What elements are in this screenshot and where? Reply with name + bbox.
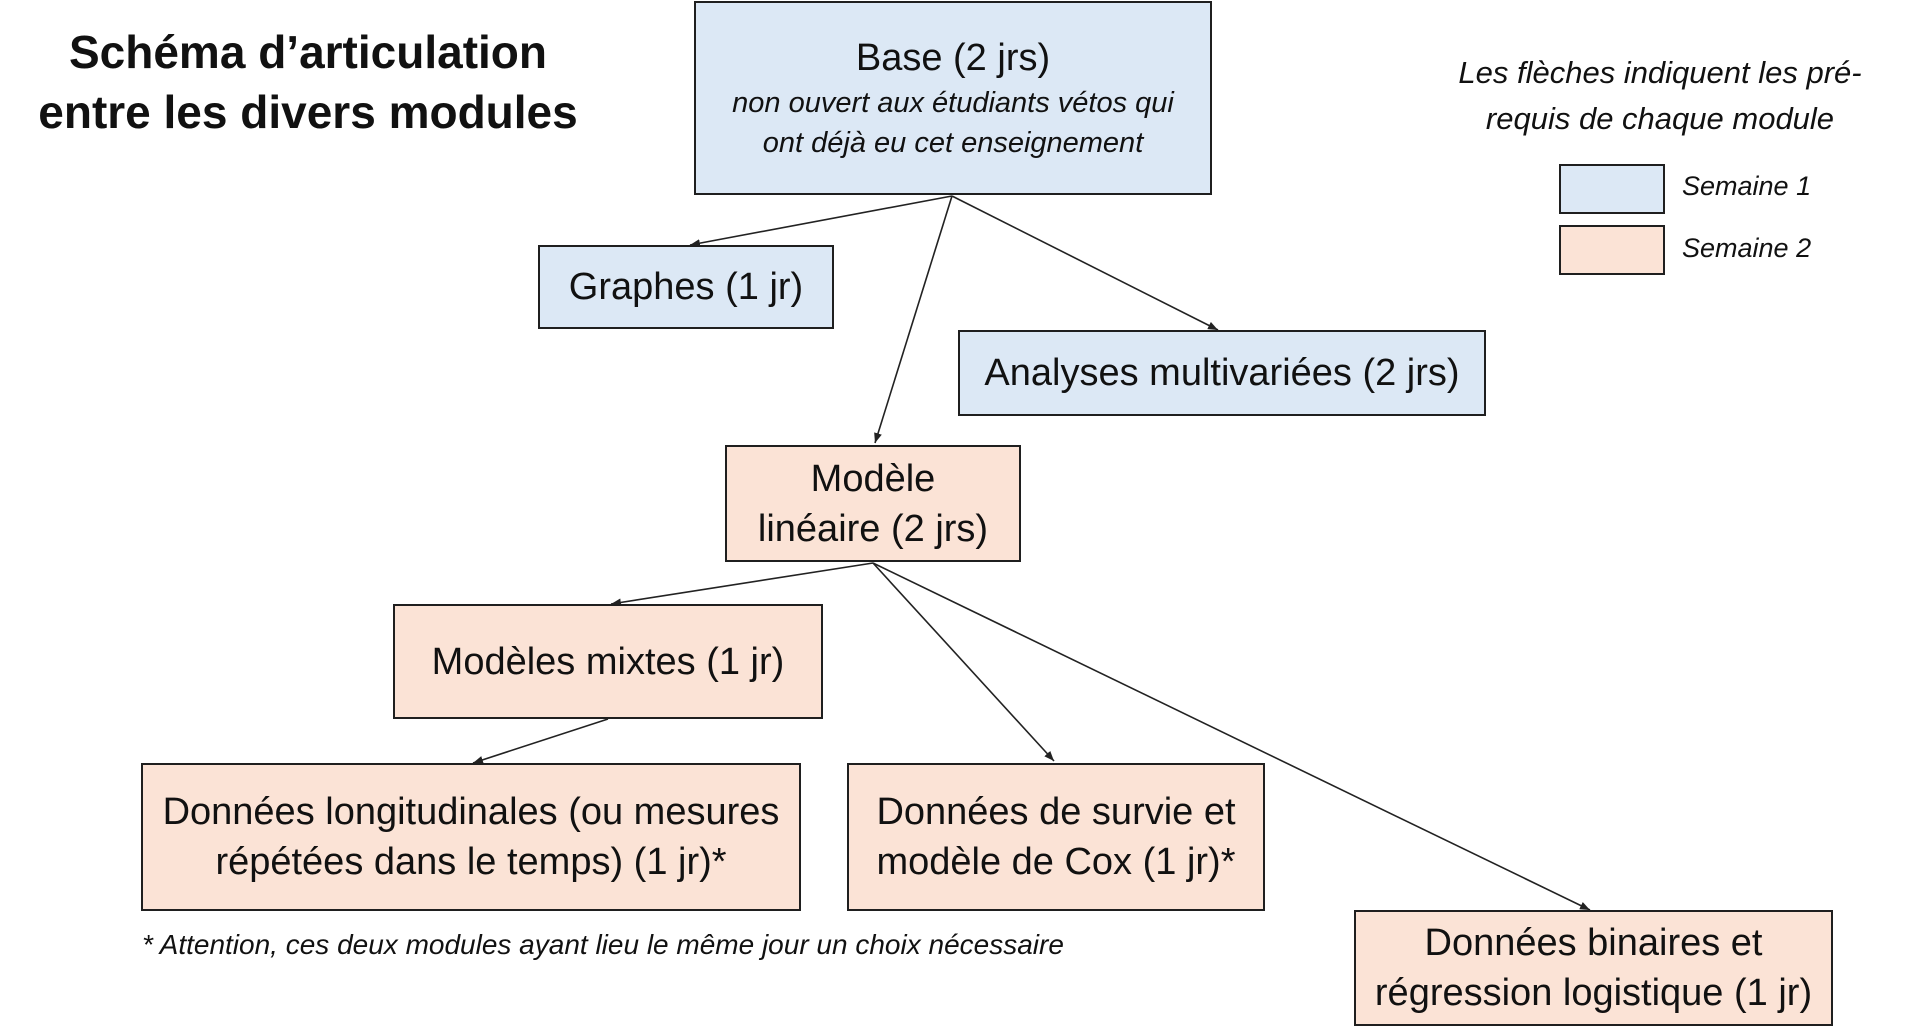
- node-binaires: Données binaires et régression logistiqu…: [1354, 910, 1833, 1026]
- title-line-2: entre les divers modules: [38, 86, 578, 138]
- legend-note: Les flèches indiquent les pré- requis de…: [1410, 50, 1910, 142]
- node-multivariees: Analyses multivariées (2 jrs): [958, 330, 1486, 416]
- legend-note-line-1: Les flèches indiquent les pré-: [1458, 55, 1862, 90]
- node-modele-lineaire: Modèle linéaire (2 jrs): [725, 445, 1021, 562]
- node-survie: Données de survie et modèle de Cox (1 jr…: [847, 763, 1265, 911]
- node-survie-line-2: modèle de Cox (1 jr)*: [876, 841, 1236, 883]
- node-modele-lineaire-line-1: Modèle: [810, 457, 936, 500]
- node-graphes: Graphes (1 jr): [538, 245, 834, 329]
- diagram-title: Schéma d’articulation entre les divers m…: [28, 22, 588, 142]
- legend-swatch-week-2: [1559, 225, 1665, 275]
- title-line-1: Schéma d’articulation: [68, 26, 547, 78]
- node-graphes-label: Graphes (1 jr): [568, 266, 804, 308]
- node-binaires-line-1: Données binaires et: [1424, 922, 1763, 964]
- node-base: Base (2 jrs) non ouvert aux étudiants vé…: [694, 1, 1212, 195]
- node-longitudinales-line-2: répétées dans le temps) (1 jr)*: [215, 841, 727, 883]
- arrow-modele-lineaire-to-survie: [872, 562, 1055, 762]
- legend-swatch-week-1: [1559, 164, 1665, 214]
- node-modeles-mixtes-label: Modèles mixtes (1 jr): [431, 640, 785, 683]
- node-base-label: Base (2 jrs): [855, 37, 1051, 79]
- node-modeles-mixtes: Modèles mixtes (1 jr): [393, 604, 823, 719]
- legend-note-line-2: requis de chaque module: [1485, 101, 1835, 136]
- arrow-modele-lineaire-to-binaires: [872, 562, 1591, 911]
- node-modele-lineaire-line-2: linéaire (2 jrs): [757, 507, 989, 550]
- node-survie-line-1: Données de survie et: [876, 791, 1236, 833]
- footnote: * Attention, ces deux modules ayant lieu…: [142, 929, 1064, 960]
- arrow-base-to-modele-lineaire: [874, 195, 953, 444]
- node-multivariees-label: Analyses multivariées (2 jrs): [984, 352, 1460, 394]
- legend-label-week-2: Semaine 2: [1682, 233, 1812, 263]
- node-longitudinales-line-1: Données longitudinales (ou mesures: [162, 791, 780, 833]
- node-base-note-1: non ouvert aux étudiants vétos qui: [732, 87, 1174, 119]
- arrow-modele-lineaire-to-modeles-mixtes: [610, 562, 874, 607]
- arrow-base-to-graphes: [689, 195, 953, 248]
- node-longitudinales: Données longitudinales (ou mesures répét…: [141, 763, 801, 911]
- arrow-modeles-mixtes-to-longitudinales: [472, 718, 609, 764]
- node-binaires-line-2: régression logistique (1 jr): [1374, 972, 1813, 1014]
- node-base-note-2: ont déjà eu cet enseignement: [762, 127, 1144, 159]
- legend-label-week-1: Semaine 1: [1682, 171, 1812, 201]
- arrow-base-to-multivariees: [951, 195, 1219, 331]
